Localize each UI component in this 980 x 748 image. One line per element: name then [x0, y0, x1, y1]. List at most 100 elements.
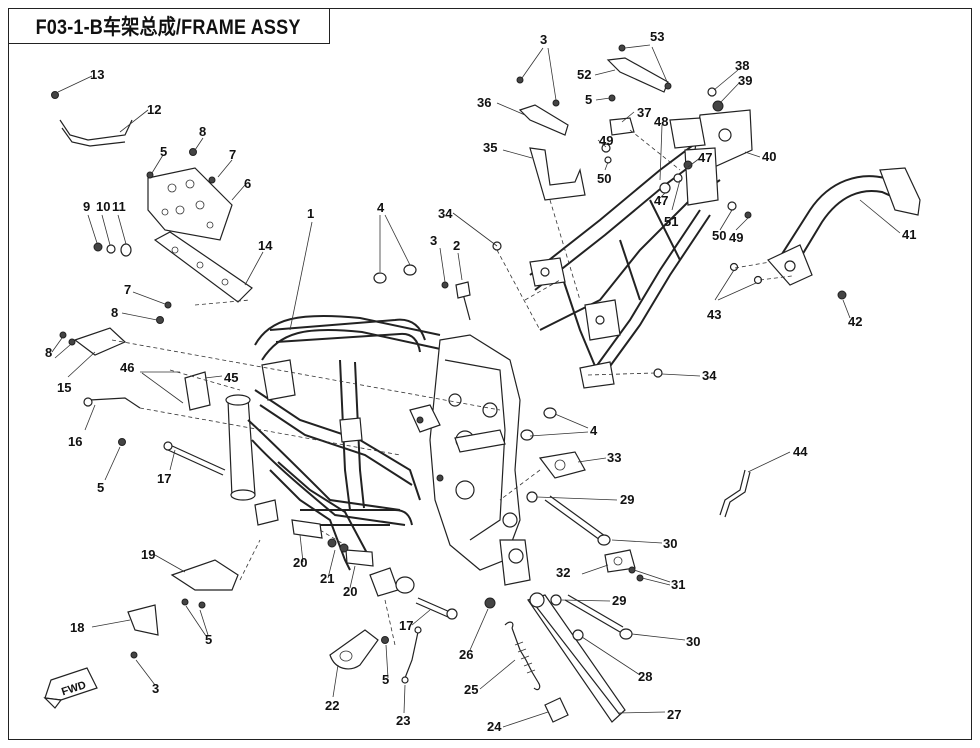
- callout-13: 13: [90, 67, 104, 82]
- bolt-17-upper-part: [163, 441, 226, 476]
- callout-42: 42: [848, 314, 862, 329]
- washer-4-part: [373, 264, 557, 441]
- callout-53: 53: [650, 29, 664, 44]
- callout-34-lower: 34: [702, 368, 717, 383]
- bracket-16-part: [83, 397, 141, 409]
- bracket-35-part: [529, 147, 586, 201]
- callout-20-left: 20: [293, 555, 307, 570]
- callout-48: 48: [654, 114, 668, 129]
- callout-52: 52: [577, 67, 591, 82]
- callout-29-upper: 29: [620, 492, 634, 507]
- callout-7: 7: [229, 147, 236, 162]
- callout-4-right: 4: [590, 423, 598, 438]
- callout-3-top: 3: [540, 32, 547, 47]
- stand-rubber-part: [544, 697, 569, 723]
- callout-43: 43: [707, 307, 721, 322]
- engine-mount-bar-part: [153, 231, 253, 303]
- small-bolts-part: [118, 44, 672, 659]
- assembly-lines: [111, 129, 793, 646]
- callout-31: 31: [671, 577, 685, 592]
- callout-17-lower: 17: [399, 618, 413, 633]
- callout-8-far-left: 8: [45, 345, 52, 360]
- grab-rail-part: [767, 167, 921, 286]
- callout-4-top: 4: [377, 200, 385, 215]
- callout-47-upper: 47: [698, 150, 712, 165]
- callout-45: 45: [224, 370, 238, 385]
- bracket-23-part: [401, 626, 422, 684]
- callout-40: 40: [762, 149, 776, 164]
- callout-35: 35: [483, 140, 497, 155]
- callout-25: 25: [464, 682, 478, 697]
- engine-mount-plate-part: [147, 167, 233, 241]
- fwd-arrow-icon: FWD: [43, 667, 98, 709]
- callout-18: 18: [70, 620, 84, 635]
- bracket-12-part: [51, 91, 133, 147]
- callout-28: 28: [638, 669, 652, 684]
- callout-39: 39: [738, 73, 752, 88]
- callout-49: 49: [599, 133, 613, 148]
- drawing-border: [8, 8, 972, 740]
- callout-3: 3: [430, 233, 437, 248]
- callout-6: 6: [244, 176, 251, 191]
- rod-30-upper-part: [544, 495, 611, 546]
- callout-32: 32: [556, 565, 570, 580]
- callout-labels: 13 12 8 7 5 6 9 10 11 14 1 4 3 2 7 8 8 1…: [45, 29, 916, 734]
- callout-49-right: 49: [729, 230, 743, 245]
- bracket-45-part: [184, 371, 211, 411]
- bolt-2-part: [455, 281, 471, 321]
- callout-5-left: 5: [97, 480, 104, 495]
- callout-21: 21: [320, 571, 334, 586]
- callout-5-bottom: 5: [382, 672, 389, 687]
- callout-50: 50: [597, 171, 611, 186]
- bracket-44-part: [719, 469, 751, 518]
- page-title: F03-1-B车架总成/FRAME ASSY: [35, 15, 302, 39]
- rear-subframe-part: [529, 109, 753, 389]
- callout-30-lower: 30: [686, 634, 700, 649]
- bracket-22-part: [329, 629, 379, 670]
- callout-29-lower: 29: [612, 593, 626, 608]
- bolt-17-lower-part: [415, 597, 458, 620]
- title-box: F03-1-B车架总成/FRAME ASSY: [8, 8, 330, 44]
- callout-20-right: 20: [343, 584, 357, 599]
- callout-38: 38: [735, 58, 749, 73]
- callout-23: 23: [396, 713, 410, 728]
- callout-50-right: 50: [712, 228, 726, 243]
- callout-8-left: 8: [111, 305, 118, 320]
- rear-bolts-47-50-51-part: [601, 143, 752, 219]
- side-stand-part: [527, 592, 626, 723]
- bracket-32-part: [604, 549, 636, 573]
- callout-34-upper: 34: [438, 206, 453, 221]
- leader-lines: [51, 44, 901, 728]
- callout-37: 37: [637, 105, 651, 120]
- bracket-36-part: [518, 104, 569, 136]
- callout-44: 44: [793, 444, 808, 459]
- callout-1: 1: [307, 206, 314, 221]
- callout-7-left: 7: [124, 282, 131, 297]
- main-frame-part: [225, 314, 531, 597]
- callout-2: 2: [453, 238, 460, 253]
- callout-26: 26: [459, 647, 473, 662]
- rear-bolt-38-39-part: [707, 87, 724, 112]
- bracket-33-part: [538, 451, 586, 479]
- callout-36: 36: [477, 95, 491, 110]
- bracket-19-part: [170, 559, 239, 591]
- callout-16: 16: [68, 434, 82, 449]
- callout-27: 27: [667, 707, 681, 722]
- callout-19: 19: [141, 547, 155, 562]
- bolt-26-part: [484, 597, 496, 609]
- washer-9-10-11-part: [93, 242, 132, 257]
- callout-8: 8: [199, 124, 206, 139]
- grab-rail-bolts-part: [492, 241, 847, 378]
- callout-33: 33: [607, 450, 621, 465]
- callout-22: 22: [325, 698, 339, 713]
- callout-15: 15: [57, 380, 71, 395]
- callout-24: 24: [487, 719, 502, 734]
- bracket-15-part: [59, 327, 127, 356]
- callout-14: 14: [258, 238, 273, 253]
- callout-5-bottom-left: 5: [205, 632, 212, 647]
- callout-5: 5: [160, 144, 167, 159]
- callout-41: 41: [902, 227, 916, 242]
- callout-46: 46: [120, 360, 134, 375]
